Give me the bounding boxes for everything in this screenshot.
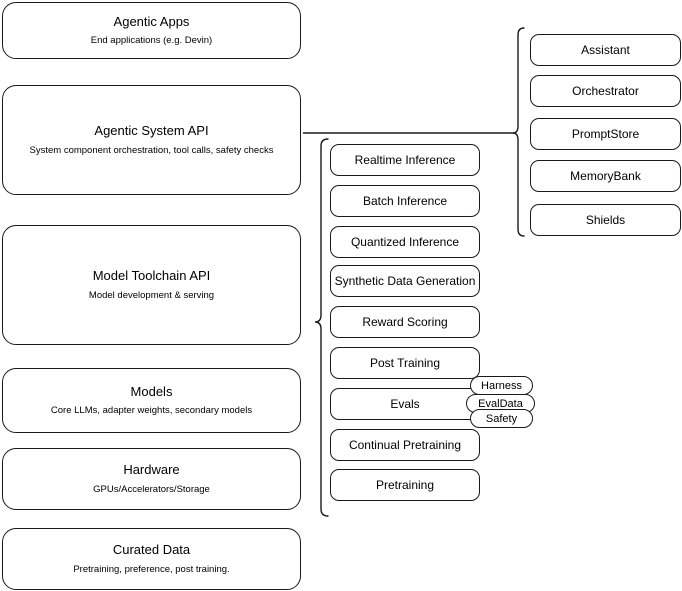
layer-title: Agentic System API — [94, 123, 209, 139]
layer-subtitle: Model development & serving — [88, 289, 215, 301]
layer-box-curated-data[interactable]: Curated Data Pretraining, preference, po… — [2, 528, 301, 590]
capability-label: Quantized Inference — [350, 234, 460, 249]
component-box-memorybank[interactable]: MemoryBank — [530, 160, 681, 192]
component-box-shields[interactable]: Shields — [530, 204, 681, 236]
component-box-orchestrator[interactable]: Orchestrator — [530, 75, 681, 107]
capability-label: Batch Inference — [362, 193, 448, 208]
capability-box-continual-pretraining[interactable]: Continual Pretraining — [330, 429, 480, 461]
component-label: Orchestrator — [572, 83, 639, 98]
layer-title: Curated Data — [112, 542, 191, 558]
layer-title: Model Toolchain API — [92, 268, 211, 284]
evals-badge-safety[interactable]: Safety — [470, 409, 533, 428]
capability-box-synthetic-data-generation[interactable]: Synthetic Data Generation — [330, 265, 480, 297]
capability-label: Post Training — [369, 355, 441, 370]
capability-box-quantized-inference[interactable]: Quantized Inference — [330, 226, 480, 258]
capability-label: Reward Scoring — [362, 314, 448, 329]
layer-subtitle: Pretraining, preference, post training. — [73, 563, 230, 575]
layer-box-hardware[interactable]: Hardware GPUs/Accelerators/Storage — [2, 448, 301, 510]
layer-subtitle: End applications (e.g. Devin) — [90, 35, 213, 47]
component-box-assistant[interactable]: Assistant — [530, 34, 681, 66]
capability-box-evals[interactable]: Evals — [330, 388, 480, 420]
layer-title: Agentic Apps — [113, 13, 190, 29]
capability-box-pretraining[interactable]: Pretraining — [330, 469, 480, 501]
component-label: Assistant — [581, 42, 630, 57]
layer-title: Models — [130, 383, 173, 399]
component-box-promptstore[interactable]: PromptStore — [530, 118, 681, 150]
evals-badge-label: EvalData — [478, 397, 523, 410]
capability-box-post-training[interactable]: Post Training — [330, 347, 480, 379]
component-label: Shields — [585, 212, 626, 227]
capability-box-batch-inference[interactable]: Batch Inference — [330, 185, 480, 217]
layer-subtitle: GPUs/Accelerators/Storage — [93, 483, 210, 495]
layer-subtitle: System component orchestration, tool cal… — [29, 144, 274, 156]
component-label: PromptStore — [571, 126, 640, 141]
capability-label: Pretraining — [375, 477, 435, 492]
layer-box-models[interactable]: Models Core LLMs, adapter weights, secon… — [2, 368, 301, 433]
capability-box-realtime-inference[interactable]: Realtime Inference — [330, 144, 480, 176]
capability-label: Synthetic Data Generation — [334, 273, 476, 288]
layer-subtitle: Core LLMs, adapter weights, secondary mo… — [50, 405, 253, 417]
component-label: MemoryBank — [570, 168, 641, 183]
layer-box-agentic-system-api[interactable]: Agentic System API System component orch… — [2, 85, 301, 195]
layer-box-model-toolchain-api[interactable]: Model Toolchain API Model development & … — [2, 225, 301, 345]
capability-label: Continual Pretraining — [348, 437, 462, 452]
capability-label: Realtime Inference — [354, 152, 456, 167]
evals-badge-label: Safety — [485, 412, 518, 425]
layer-title: Hardware — [123, 462, 180, 478]
layer-box-agentic-apps[interactable]: Agentic Apps End applications (e.g. Devi… — [2, 2, 301, 59]
evals-badge-label: Harness — [481, 379, 522, 392]
evals-badge-harness[interactable]: Harness — [470, 376, 533, 395]
capability-label: Evals — [390, 396, 420, 411]
capability-box-reward-scoring[interactable]: Reward Scoring — [330, 306, 480, 338]
